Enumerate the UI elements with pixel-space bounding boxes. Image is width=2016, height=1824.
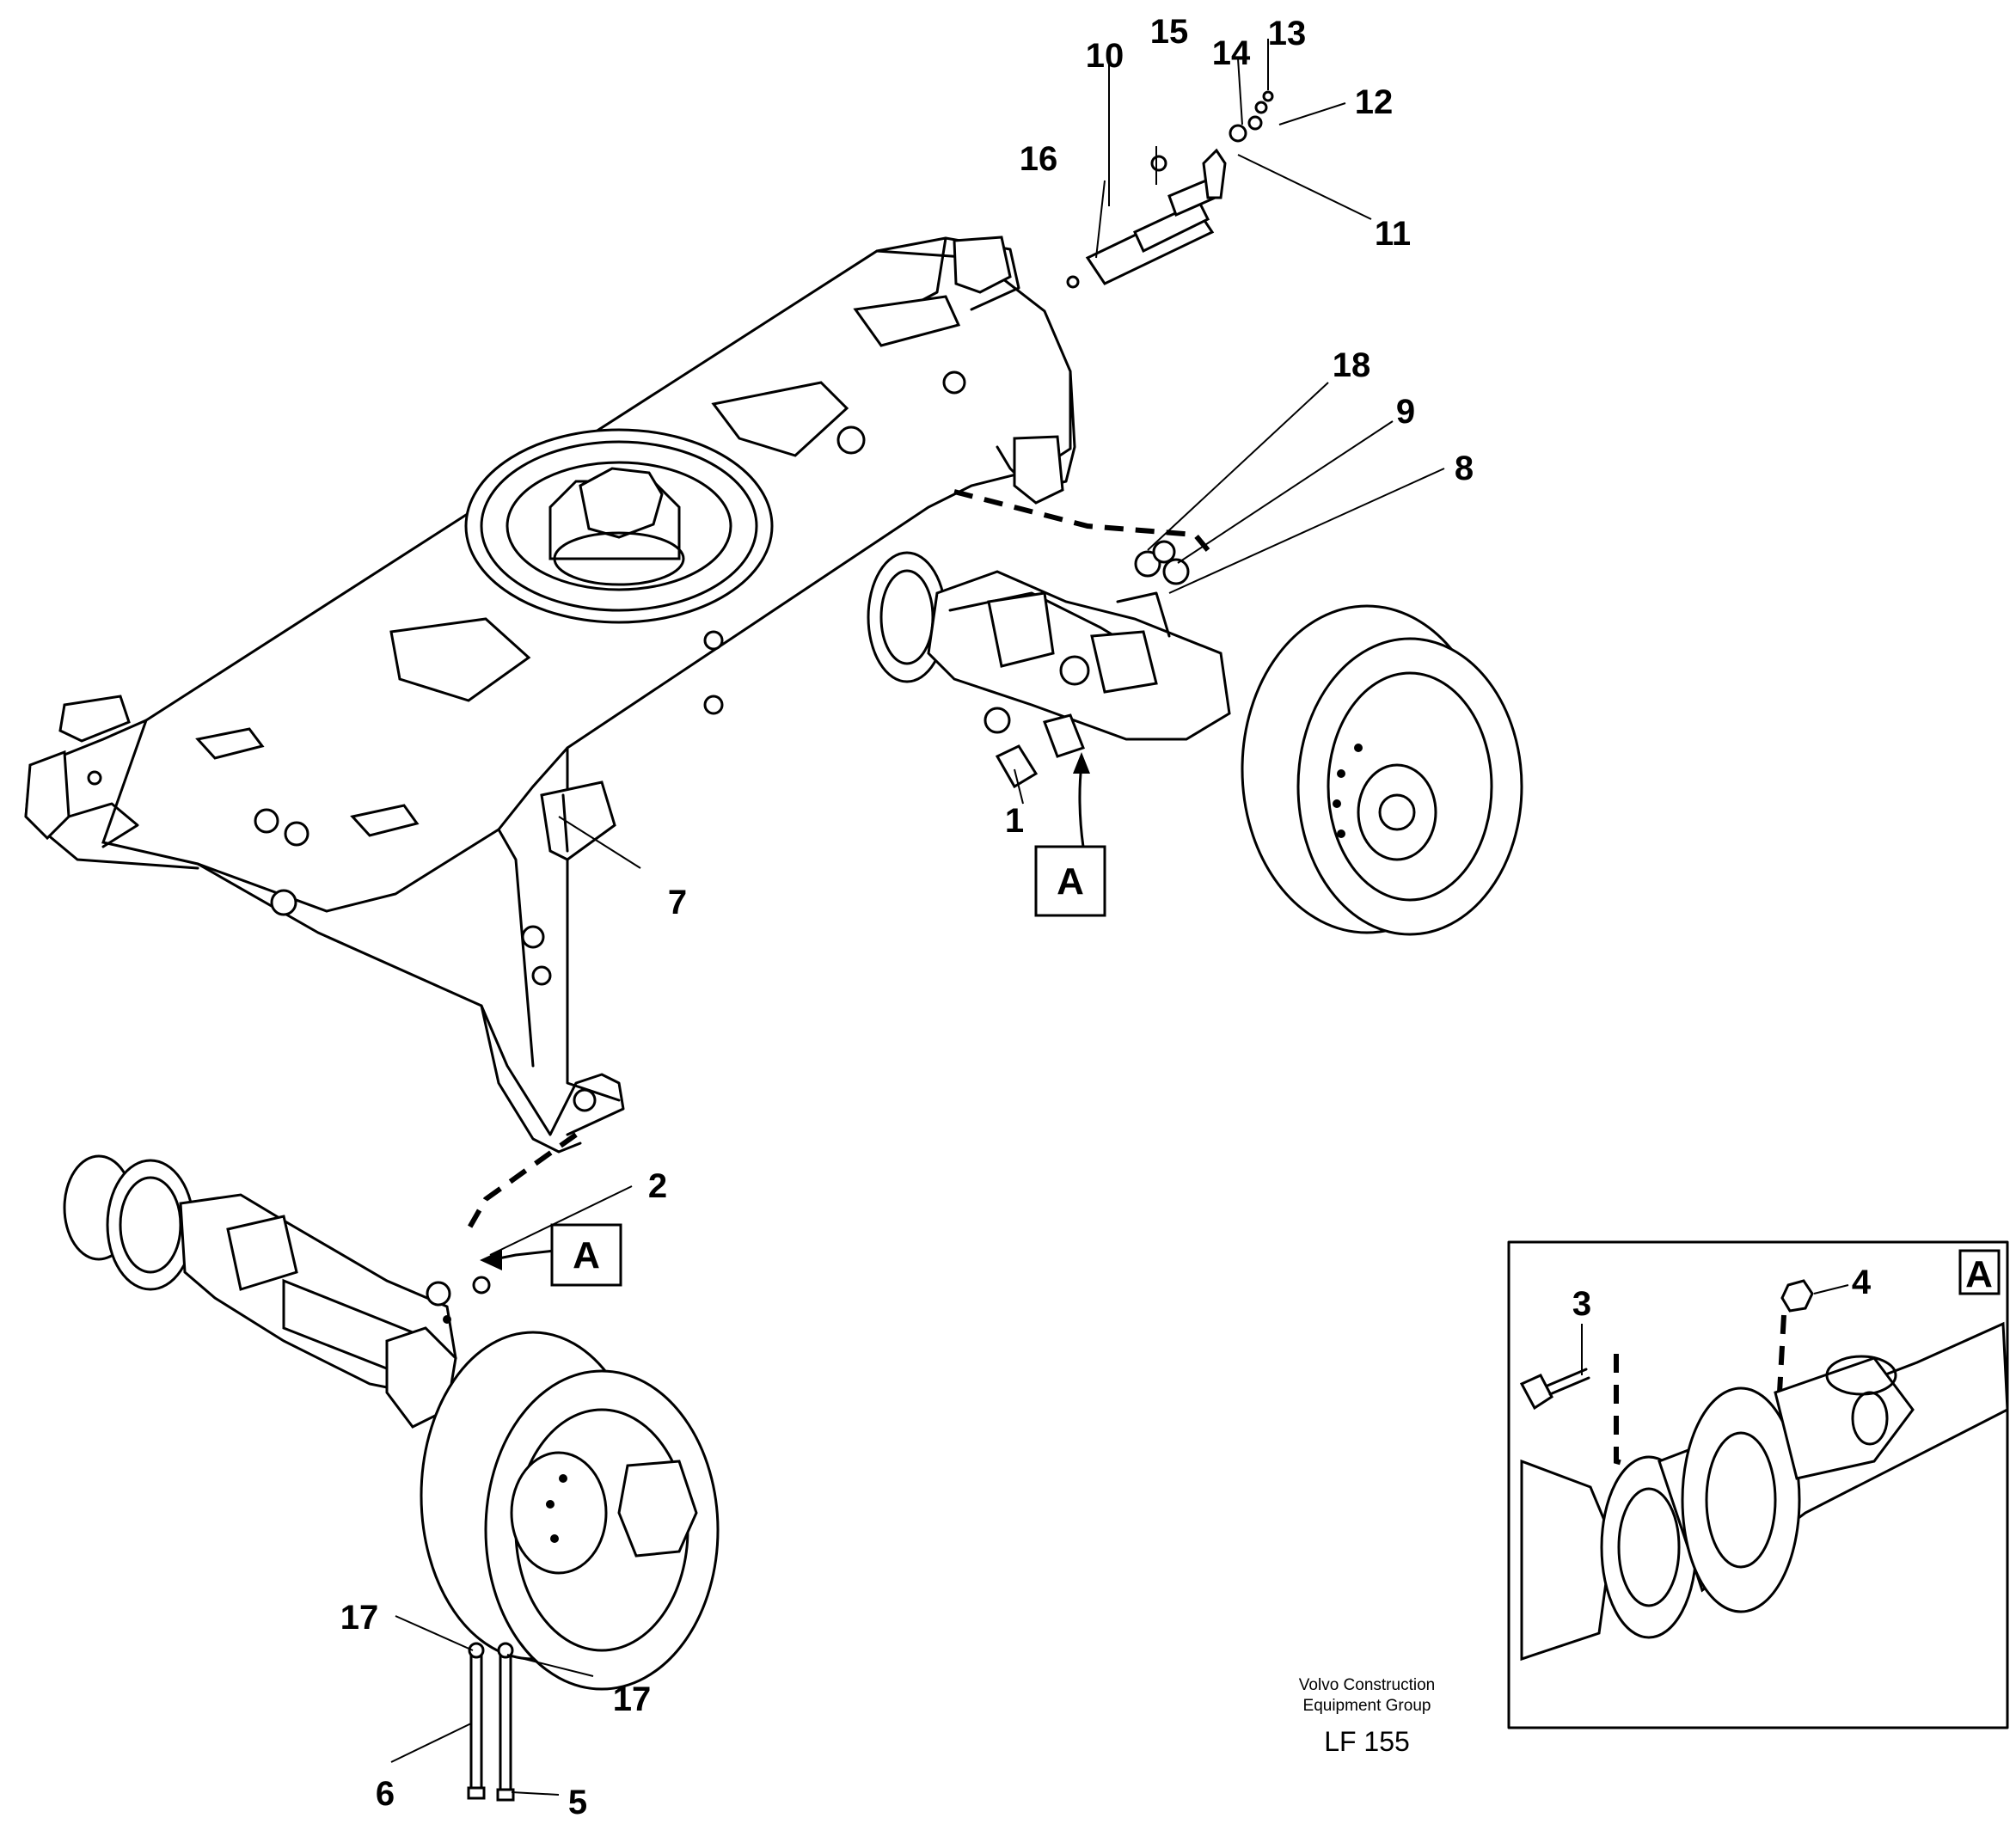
callout-17-right: 17: [613, 1680, 652, 1718]
detail-inset-label: A: [1965, 1253, 1993, 1295]
detail-a-inset: A: [1507, 1240, 2009, 1729]
callout-6: 6: [376, 1775, 395, 1813]
callout-15: 15: [1150, 13, 1189, 51]
company-name-line1: Volvo Construction: [1298, 1676, 1436, 1694]
callout-7: 7: [668, 884, 687, 921]
leader-lines: [390, 39, 1849, 1796]
callout-17-left: 17: [340, 1599, 379, 1637]
callout-11: 11: [1375, 215, 1411, 253]
hydraulic-cylinder: [1066, 90, 1274, 289]
detail-marker-rear: A: [1057, 860, 1084, 903]
detail-arrows: [480, 752, 1090, 1270]
detail-marker-front: A: [573, 1234, 600, 1276]
machine-frame: [24, 236, 1076, 1154]
callout-5: 5: [568, 1784, 587, 1821]
callout-14: 14: [1212, 34, 1251, 72]
callout-2: 2: [648, 1167, 667, 1205]
rear-axle-assembly: [867, 540, 1523, 936]
part-callouts: 1 2 3 4 5 6 7 8 9 10 11 12 13 14 15 16 1…: [340, 13, 1872, 1821]
company-name-line2: Equipment Group: [1302, 1697, 1431, 1715]
front-axle-assembly: [63, 1154, 720, 1802]
callout-1: 1: [1005, 802, 1024, 840]
callout-9: 9: [1396, 393, 1415, 431]
callout-10: 10: [1086, 37, 1124, 75]
callout-16: 16: [1020, 140, 1058, 178]
callout-8: 8: [1455, 450, 1474, 487]
detail-a-markers: A A: [550, 845, 1106, 1287]
callout-12: 12: [1355, 83, 1394, 121]
callout-3: 3: [1572, 1285, 1591, 1323]
drawing-code: LF 155: [1324, 1726, 1410, 1757]
slewing-ring: [464, 428, 774, 624]
callout-18: 18: [1333, 346, 1371, 384]
callout-13: 13: [1268, 15, 1307, 52]
callout-4: 4: [1852, 1264, 1872, 1301]
